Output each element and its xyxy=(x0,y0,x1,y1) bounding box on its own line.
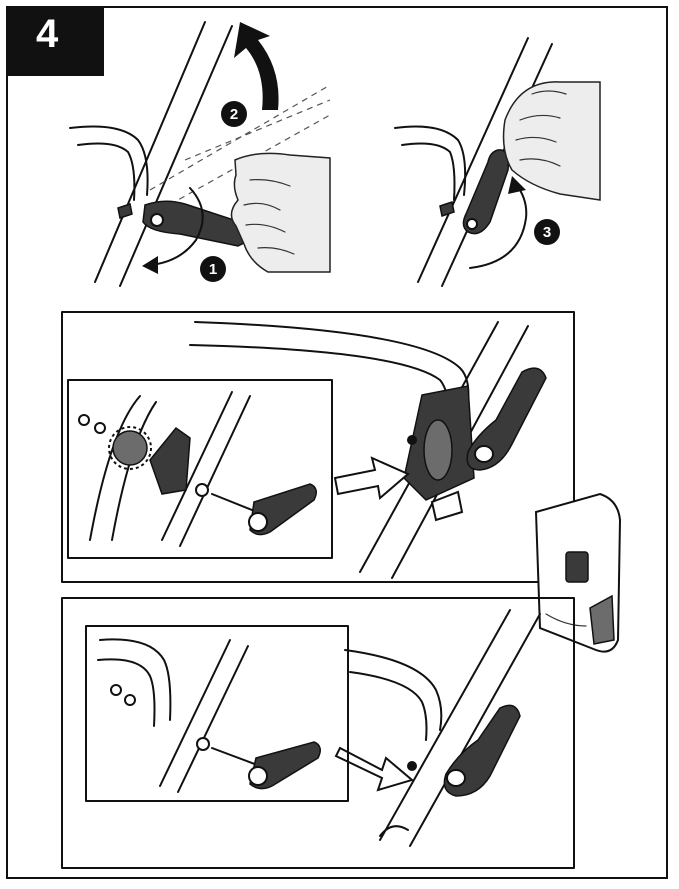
bottom-tube-end xyxy=(379,825,409,837)
rotate-arrow-head xyxy=(142,256,158,274)
callout-3: 3 xyxy=(534,219,560,245)
callout-2: 2 xyxy=(221,101,247,127)
bottom-inset-exploded xyxy=(97,638,321,793)
zoom-arrow-icon xyxy=(333,456,410,500)
locked-lever xyxy=(466,367,547,471)
info-card-logo xyxy=(545,613,587,627)
middle-panel-illustration xyxy=(189,321,547,579)
bottom-washer-3 xyxy=(196,737,210,751)
bottom-inset-lever-cap xyxy=(248,766,268,786)
top-left-illustration: 1 2 xyxy=(69,21,331,287)
bottom-washer-2 xyxy=(124,694,136,706)
inset-curve-right xyxy=(111,401,157,541)
knob-bolt-2 xyxy=(439,201,455,217)
bottom-inset-rail-inner xyxy=(97,658,156,727)
bottom-washer-1 xyxy=(110,684,122,696)
lever-pivot xyxy=(150,213,164,227)
handle-tube-left-edge-2 xyxy=(417,37,529,283)
info-card-window xyxy=(565,551,589,583)
bottom-inset-tube-left xyxy=(159,639,231,787)
bottom-inset-box xyxy=(85,625,349,802)
inset-tube-left xyxy=(161,391,233,541)
bottom-tube-left xyxy=(379,609,511,841)
bottom-inset-tube-right xyxy=(177,645,249,793)
toothed-wheel xyxy=(423,419,453,481)
knob-bolt xyxy=(117,203,133,219)
lift-arrow-icon xyxy=(234,22,279,110)
frame-rail-inner-2 xyxy=(401,142,456,201)
hand-2-fingers xyxy=(515,90,567,167)
bottom-frame-rail-inner xyxy=(349,671,428,741)
hand-fingers xyxy=(243,179,295,255)
bottom-panel-illustration xyxy=(334,609,541,847)
inset-bracket xyxy=(149,426,191,495)
bottom-lever-cap xyxy=(446,769,466,787)
bottom-zoom-arrow-icon xyxy=(334,746,415,792)
middle-panel-box xyxy=(61,311,575,583)
washer-3 xyxy=(195,483,209,497)
middle-frame-rail xyxy=(194,321,470,401)
bottom-panel-box xyxy=(61,597,575,869)
guide-line-middle xyxy=(184,99,331,161)
bottom-bolt-head xyxy=(407,761,417,771)
middle-frame-rail-inner xyxy=(189,344,450,421)
middle-inset-box xyxy=(67,379,333,559)
middle-inset-exploded xyxy=(78,391,317,547)
svg-text:1: 1 xyxy=(209,261,217,278)
callout-1: 1 xyxy=(200,256,226,282)
hand xyxy=(230,152,331,273)
side-info-card xyxy=(534,492,622,653)
svg-text:2: 2 xyxy=(230,106,238,123)
handle-tube-left-edge xyxy=(94,21,206,283)
rotate-arrow xyxy=(149,187,204,266)
bottom-frame-rail xyxy=(344,649,443,731)
top-right-illustration: 3 xyxy=(394,37,601,287)
svg-text:3: 3 xyxy=(543,224,551,241)
info-card-gear xyxy=(589,594,615,645)
gear-teeth xyxy=(108,426,152,470)
gear-wheel xyxy=(112,430,148,466)
washer-2 xyxy=(94,422,106,434)
inset-tube-right xyxy=(179,395,251,547)
frame-rail xyxy=(69,125,149,196)
fold-arrow xyxy=(469,183,528,269)
washer-1 xyxy=(78,414,90,426)
fold-arrow-head xyxy=(508,176,526,194)
lever-pivot-2 xyxy=(466,218,478,230)
step-number-badge: 4 xyxy=(6,6,104,76)
bolt-head xyxy=(407,435,417,445)
bottom-tube-right xyxy=(409,613,541,847)
handle-tube-right-edge xyxy=(119,25,233,287)
frame-rail-2 xyxy=(394,125,467,196)
frame-rail-inner xyxy=(77,142,136,201)
tube-end-cap xyxy=(430,490,464,522)
inset-lever-cap xyxy=(248,512,268,532)
bottom-bolt-shaft xyxy=(211,747,261,767)
locked-lever-cap xyxy=(474,445,494,463)
bottom-inset-rail xyxy=(99,638,172,721)
